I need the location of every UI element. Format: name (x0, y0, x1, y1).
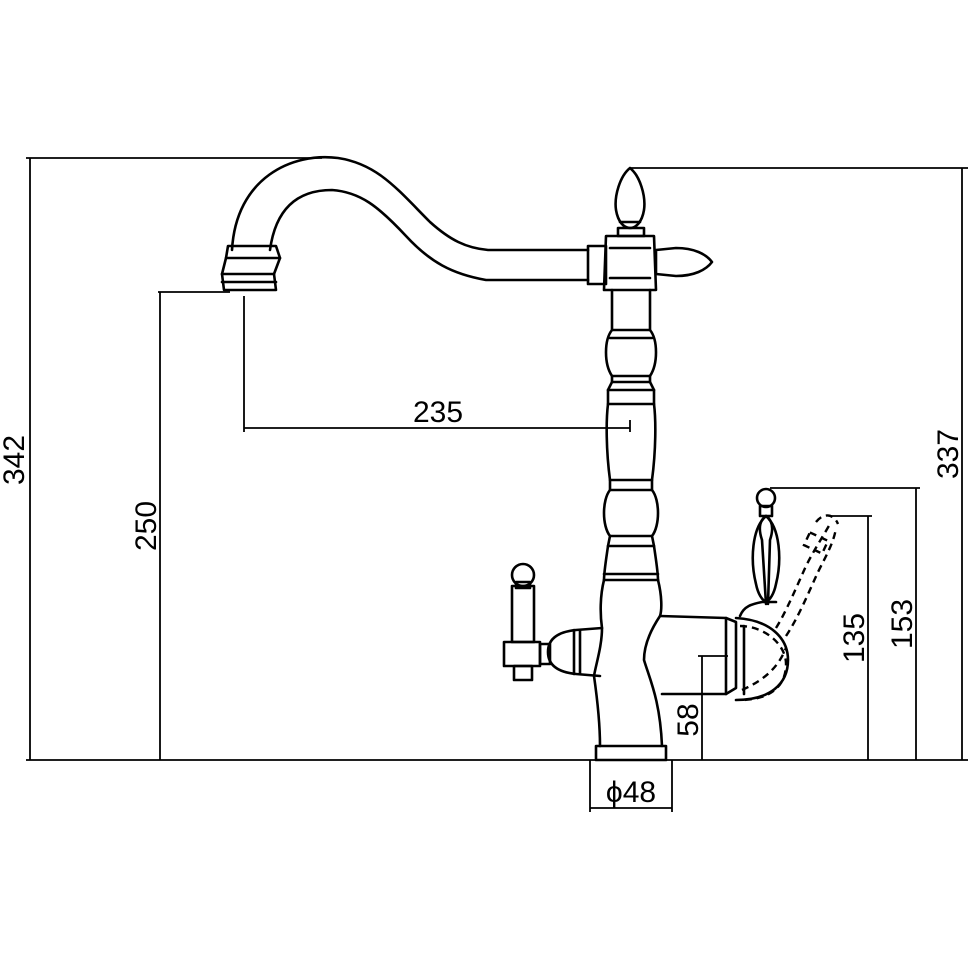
dimension-body-height: 337 (630, 167, 968, 760)
lever-alternate-position (739, 514, 840, 702)
finial-top (602, 166, 714, 292)
spout (220, 155, 608, 292)
dimension-total-height: 342 (0, 157, 322, 760)
label-spout-height: 250 (130, 501, 163, 551)
left-handle (502, 562, 604, 682)
column (602, 288, 660, 582)
label-total-height: 342 (0, 435, 31, 485)
label-outlet-height: 58 (672, 703, 705, 736)
body (592, 578, 738, 762)
label-body-height: 337 (932, 429, 965, 479)
dimension-lever-tip-height: 135 (830, 515, 872, 760)
right-lever (734, 487, 790, 702)
label-lever-height: 153 (886, 599, 919, 649)
faucet-outline (220, 155, 840, 762)
dimension-spout-reach: 235 (243, 296, 631, 432)
dimension-base-diameter: ϕ48 (589, 760, 673, 812)
label-base-diameter: ϕ48 (606, 776, 656, 809)
dimension-spout-height: 250 (130, 291, 230, 760)
label-spout-reach: 235 (413, 396, 463, 429)
dimension-outlet-height: 58 (672, 655, 728, 760)
dimension-lever-height: 153 (770, 487, 920, 760)
label-lever-tip-height: 135 (838, 613, 871, 663)
